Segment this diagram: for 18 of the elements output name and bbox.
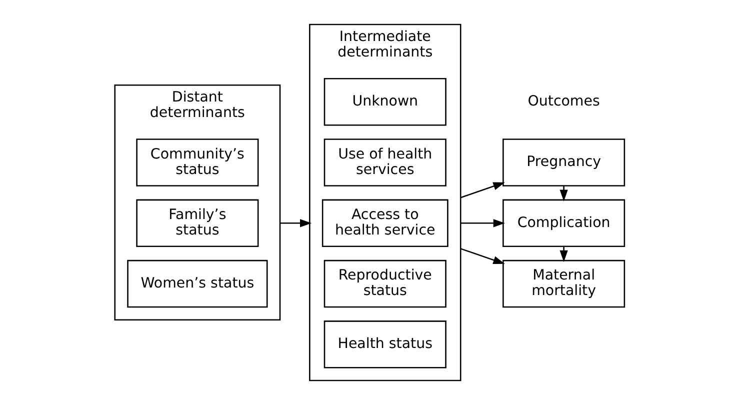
node-box: Pregnancy [502,138,626,186]
arrow [560,246,568,262]
node-box: Health status [324,320,446,368]
node-box: Use of health services [324,138,446,186]
arrow [280,218,312,227]
node-box: Family’s status [136,198,259,246]
node-box: Complication [502,198,626,246]
arrow [560,186,568,201]
node-box: Access to health service [322,198,448,246]
arrow [460,248,505,264]
node-box: Maternal mortality [502,259,626,308]
node-box: Reproductive status [324,259,446,308]
label: Outcomes [528,92,600,109]
node-box: Women’s status [127,259,268,308]
arrow [460,182,505,198]
node-box: Unknown [324,78,446,126]
node-box: Community’s status [136,138,259,186]
arrow [460,218,505,227]
